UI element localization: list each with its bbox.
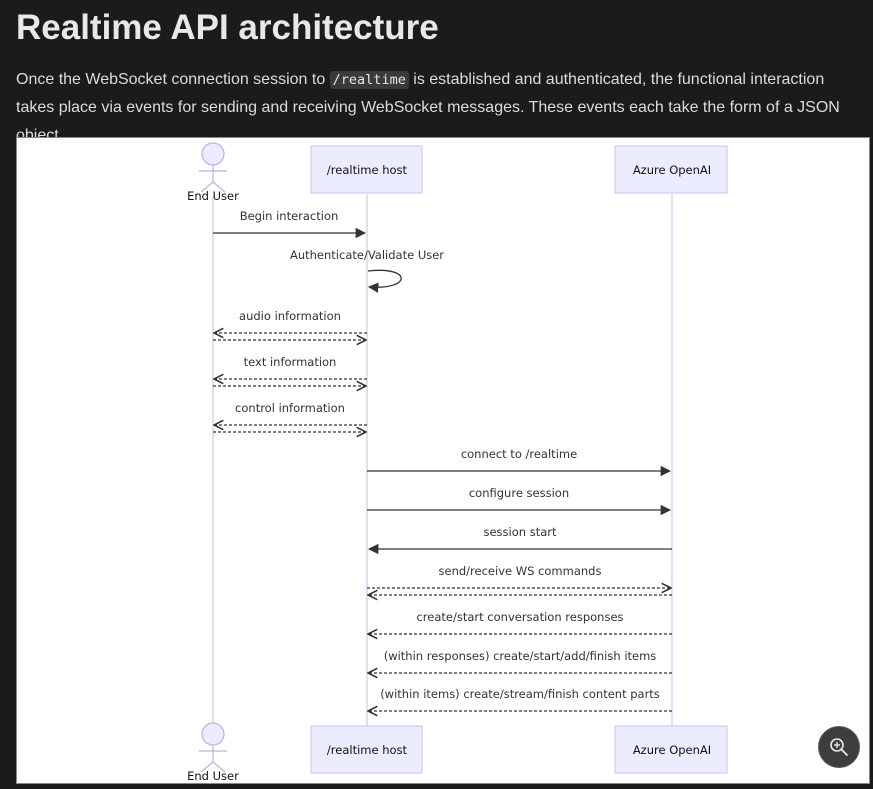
stick-figure-icon <box>199 142 227 193</box>
sequence-diagram-svg: End User /realtime host Azure OpenAI Beg… <box>187 142 728 783</box>
intro-text-after: is established and authenticated, the fu… <box>16 71 840 144</box>
participant-azure-bottom: Azure OpenAI <box>614 725 728 774</box>
zoom-in-icon <box>830 738 848 756</box>
participant-host-bottom: /realtime host <box>310 725 423 774</box>
message-send-receive-ws: send/receive WS commands <box>367 564 672 595</box>
actor-end-user-top: End User <box>187 142 239 203</box>
participant-azure-top: Azure OpenAI <box>614 145 728 194</box>
message-label: session start <box>483 525 557 539</box>
message-text-information: text information <box>213 355 367 386</box>
actor-end-user-bottom: End User <box>187 722 239 783</box>
message-control-information: control information <box>213 401 367 432</box>
sequence-diagram: End User /realtime host Azure OpenAI Beg… <box>16 137 870 784</box>
stick-figure-icon <box>199 722 227 773</box>
participant-host-top: /realtime host <box>310 145 423 194</box>
message-within-responses-items: (within responses) create/start/add/fini… <box>368 649 672 673</box>
message-label: send/receive WS commands <box>439 564 602 578</box>
message-label: configure session <box>469 486 569 500</box>
intro-text-before: Once the WebSocket connection session to <box>16 71 330 88</box>
message-label: connect to /realtime <box>461 447 577 461</box>
participant-label-host-top: /realtime host <box>327 163 408 177</box>
message-audio-information: audio information <box>213 309 367 340</box>
message-label: Authenticate/Validate User <box>290 248 444 262</box>
zoom-button[interactable] <box>818 726 860 768</box>
message-session-start: session start <box>367 525 672 555</box>
message-authenticate-validate: Authenticate/Validate User <box>290 248 444 293</box>
message-label: control information <box>235 401 345 415</box>
message-create-start-responses: create/start conversation responses <box>368 610 672 634</box>
message-label: audio information <box>239 309 341 323</box>
message-begin-interaction: Begin interaction <box>213 209 367 239</box>
message-configure-session: configure session <box>367 486 672 516</box>
message-within-items-content-parts: (within items) create/stream/finish cont… <box>368 687 672 711</box>
message-label: (within items) create/stream/finish cont… <box>380 687 660 701</box>
inline-code-realtime: /realtime <box>329 71 409 89</box>
message-label: (within responses) create/start/add/fini… <box>384 649 657 663</box>
participant-label-azure-top: Azure OpenAI <box>633 163 711 177</box>
message-label: text information <box>244 355 337 369</box>
participant-label-host-bottom: /realtime host <box>327 743 408 757</box>
actor-label-end-user-bottom: End User <box>187 769 239 783</box>
page-title: Realtime API architecture <box>16 8 439 47</box>
message-connect-realtime: connect to /realtime <box>367 447 672 477</box>
participant-label-azure-bottom: Azure OpenAI <box>633 743 711 757</box>
message-label: create/start conversation responses <box>416 610 623 624</box>
intro-paragraph: Once the WebSocket connection session to… <box>16 66 866 150</box>
actor-label-end-user-top: End User <box>187 189 239 203</box>
message-label: Begin interaction <box>240 209 339 223</box>
